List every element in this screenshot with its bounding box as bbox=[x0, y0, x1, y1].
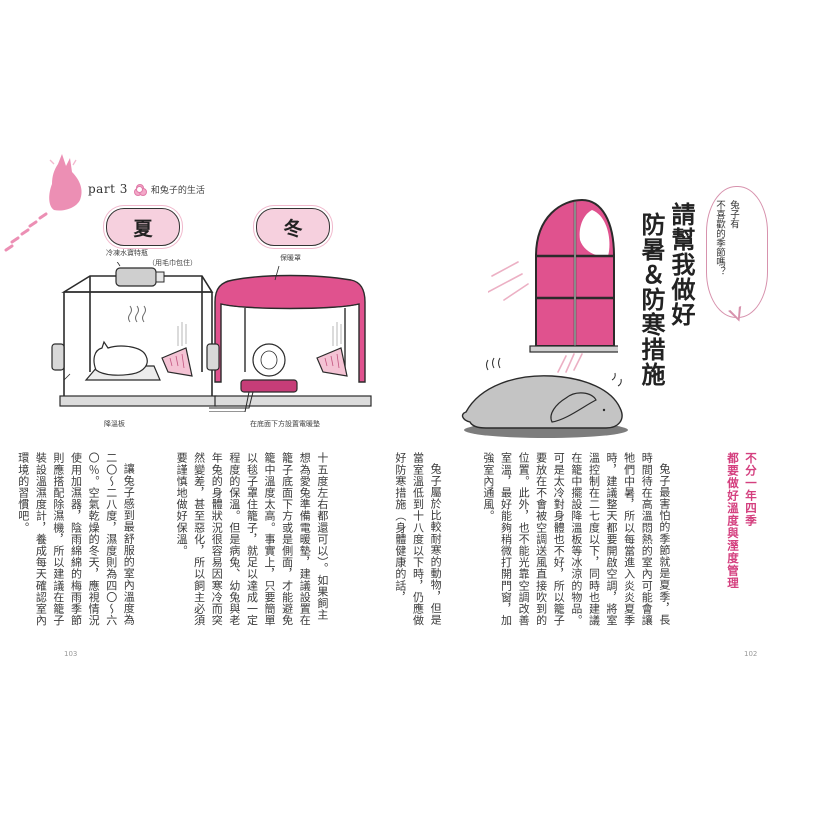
left-body-text: 十五度左右都還可以）。如果飼主想為愛兔準備電暖墊，建議設置在籠子底面下方或是側面… bbox=[17, 452, 366, 632]
section-title: 和兔子的生活 bbox=[150, 185, 205, 196]
label-cooling-board: 降溫板 bbox=[104, 420, 125, 428]
flower-icon bbox=[133, 183, 147, 196]
summer-badge: 夏 bbox=[106, 208, 180, 246]
right-paragraph-2: 兔子屬於比較耐寒的動物，但是當室溫低到十八度以下時，仍應做好防寒措施（身體健康的… bbox=[393, 452, 443, 626]
pink-rabbit-icon bbox=[4, 154, 82, 252]
label-cover: 保暖罩 bbox=[280, 254, 301, 262]
right-paragraph-1: 兔子最害怕的季節就是夏季，長時間待在高溫悶熱的室內可能會讓牠們中暑，所以每當進入… bbox=[481, 452, 671, 626]
speech-bubble bbox=[706, 186, 768, 318]
sleeping-rabbit-illustration bbox=[461, 353, 628, 438]
label-bottle: 冷凍水寶特瓶 bbox=[106, 249, 148, 257]
page-number-left: 103 bbox=[64, 650, 78, 658]
left-paragraph-1: 十五度左右都還可以）。如果飼主想為愛兔準備電暖墊，建議設置在籠子底面下方或是側面… bbox=[175, 452, 329, 626]
title-line-1: 請幫我做好 bbox=[667, 202, 695, 327]
bubble-line-1: 兔子有 bbox=[728, 200, 739, 229]
summer-cage-illustration bbox=[51, 262, 217, 407]
left-paragraph-2: 讓兔子感到最舒服的室內溫度為二〇～二八度，濕度則為四〇～六〇％。空氣乾燥的冬天，… bbox=[16, 452, 136, 626]
subheading-line-2: 都要做好溫度與溼度管理 bbox=[726, 452, 740, 590]
winter-cage-illustration bbox=[206, 265, 372, 412]
window-illustration bbox=[488, 198, 618, 353]
speech-bubble-text: 兔子有 不喜歡的季節嗎？ bbox=[712, 200, 740, 276]
bubble-line-2: 不喜歡的季節嗎？ bbox=[714, 200, 725, 276]
left-page: part 3 和兔子的生活 夏 冬 冷凍水寶特瓶 （用毛巾包住） 保暖罩 bbox=[4, 154, 372, 658]
label-bottle-note: （用毛巾包住） bbox=[148, 259, 197, 267]
label-heater: 在底面下方設置電暖墊 bbox=[250, 420, 320, 428]
part-header: part 3 和兔子的生活 bbox=[88, 182, 205, 196]
title-line-2: 防暑＆防寒措施 bbox=[637, 212, 665, 387]
subheading-line-1: 不分一年四季 bbox=[744, 452, 758, 527]
winter-label: 冬 bbox=[283, 217, 303, 240]
part-label: part 3 bbox=[88, 182, 128, 196]
summer-label: 夏 bbox=[133, 217, 153, 240]
page-number-right: 102 bbox=[744, 650, 758, 658]
right-body-text: 兔子最害怕的季節就是夏季，長時間待在高溫悶熱的室內可能會讓牠們中暑，所以每當進入… bbox=[394, 452, 708, 632]
winter-badge: 冬 bbox=[256, 208, 330, 246]
